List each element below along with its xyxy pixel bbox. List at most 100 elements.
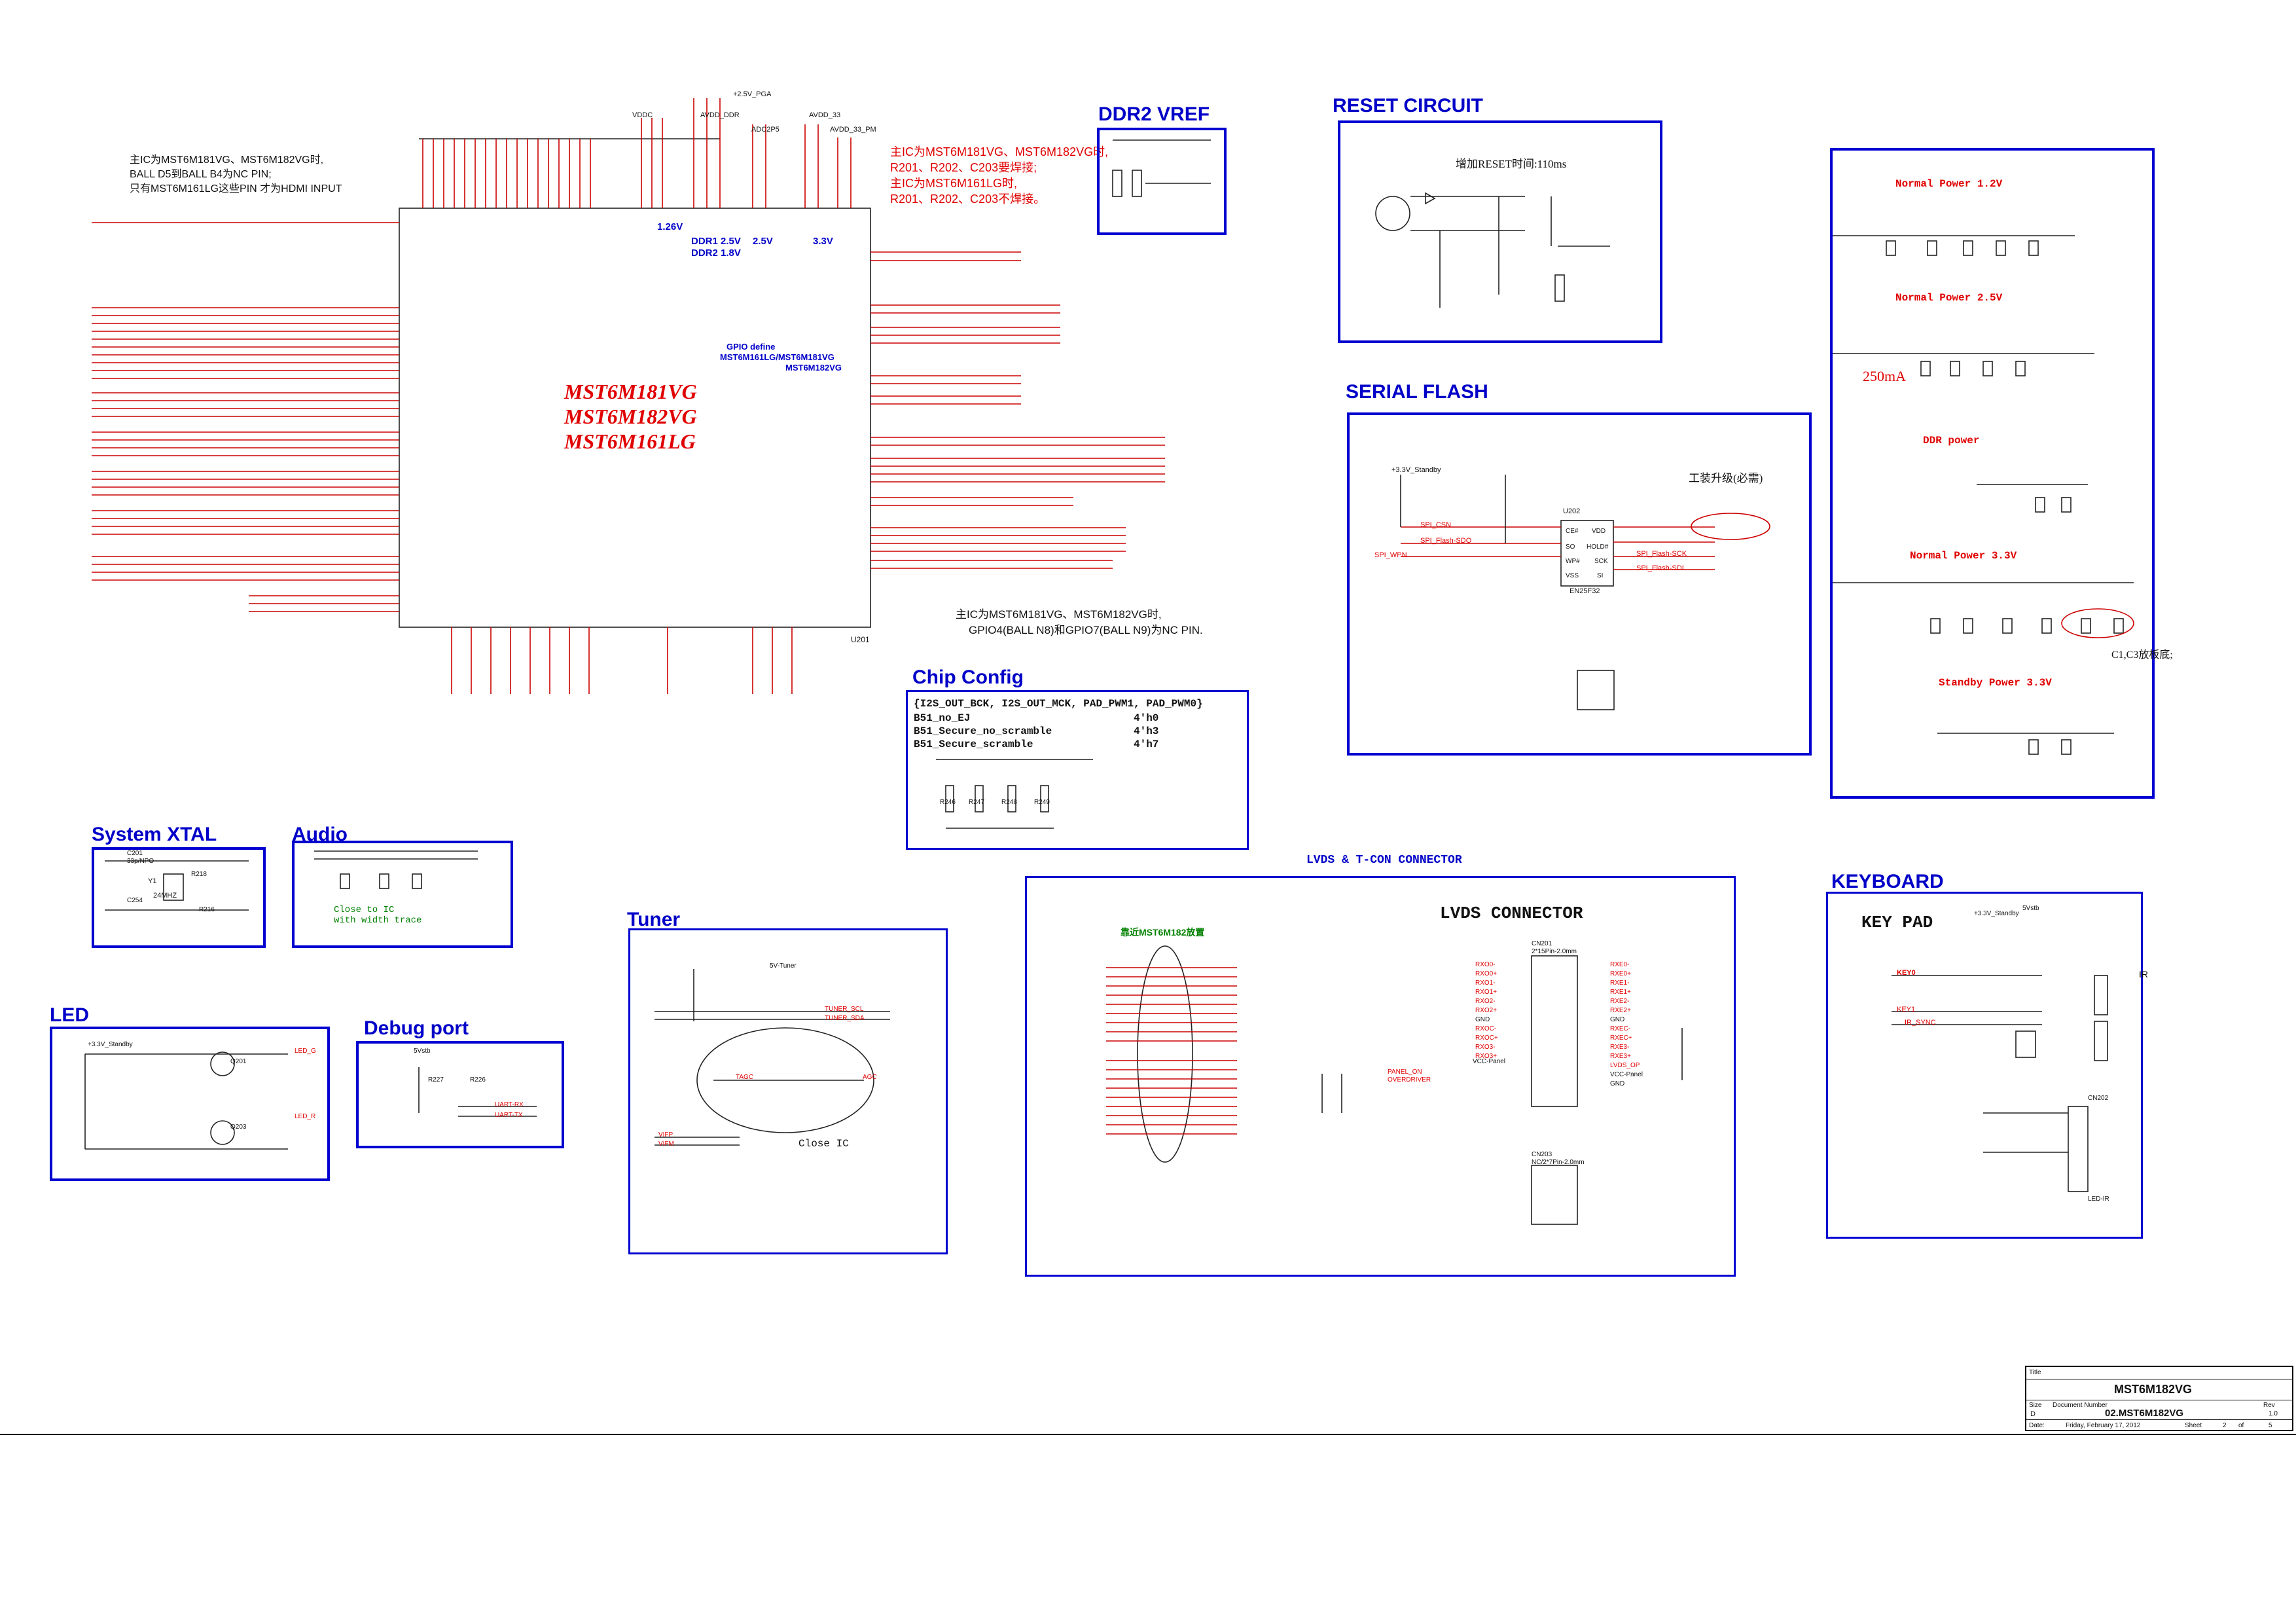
debug-uart-tx: UART-TX [495,1112,523,1119]
title-xtal: System XTAL [92,824,217,845]
box-xtal [92,847,266,948]
lvds-pin-b9: GND [1610,1080,1625,1087]
flash-ref: U202 [1563,507,1581,515]
title-chip-config: Chip Config [912,666,1024,688]
lvds-pin-b5: RXE3- [1610,1044,1630,1051]
title-power-25: Normal Power 2.5V [1895,292,2003,304]
tb-docnum: 02.MST6M182VG [2105,1408,2184,1419]
box-tuner [628,928,948,1254]
tb-rev-label: Rev [2263,1402,2275,1409]
net-avdd-33: AVDD_33 [809,111,841,119]
led-q203: Q203 [230,1123,247,1131]
title-serial-flash: SERIAL FLASH [1346,381,1488,403]
led-out-r: LED_R [295,1113,316,1120]
tb-sheet-label: Sheet [2185,1422,2202,1429]
title-tuner: Tuner [627,909,681,930]
flash-vcc: +3.3V_Standby [1391,466,1441,474]
lvds-pin-0: RXO0- [1475,961,1496,968]
tb-rev: 1.0 [2269,1410,2278,1417]
config-header: {I2S_OUT_BCK, I2S_OUT_MCK, PAD_PWM1, PAD… [914,698,1203,710]
lvds-pin-11: RXE0- [1610,961,1630,968]
chip-name-182: MST6M182VG [564,405,697,428]
lvds-pin-12: RXE0+ [1610,970,1631,977]
flash-pin-vdd: VDD [1592,528,1606,535]
lvds-cn203-type: NC/2*7Pin-2.0mm [1532,1159,1585,1166]
flash-net-wpn: SPI_WPN [1374,551,1407,559]
note-c1c3: C1,C3放板底; [2111,649,2173,661]
lvds-pin-b1: RXE2+ [1610,1007,1631,1014]
rail-126v: 1.26V [657,221,683,232]
flash-net-sck: SPI_Flash-SCK [1636,550,1687,558]
flash-ic: EN25F32 [1570,587,1600,595]
note-250ma: 250mA [1863,368,1906,384]
tb-sheet: 2 [2223,1422,2227,1429]
tb-size-label: Size [2029,1402,2042,1409]
title-power-12: Normal Power 1.2V [1895,178,2003,190]
net-avdd-33pm: AVDD_33_PM [830,126,876,134]
gpio-parts: MST6M161LG/MST6M181VG [720,352,834,362]
tuner-scl: TUNER_SCL [825,1006,864,1013]
led-vcc: +3.3V_Standby [88,1041,133,1048]
note-gpio-nc: GPIO4(BALL N8)和GPIO7(BALL N9)为NC PIN. [969,624,1203,636]
box-debug [356,1041,564,1148]
tb-of: of [2238,1422,2244,1429]
lvds-pin-b2: GND [1610,1016,1625,1023]
chip-name-161: MST6M161LG [564,429,696,453]
key-ir-sync: IR_SYNC [1905,1019,1936,1027]
title-led: LED [50,1004,89,1026]
lvds-pin-b3: RXEC- [1610,1025,1631,1032]
tuner-vifm: VIFM [658,1140,674,1148]
xtal-cap-val: 33p/NPO [127,858,154,865]
debug-vcc: 5Vstb [414,1048,431,1055]
box-lvds [1025,876,1736,1277]
box-audio [292,841,513,948]
box-led [50,1027,330,1181]
lvds-overdriver: OVERDRIVER [1388,1076,1431,1084]
config-r247: R247 [969,799,984,806]
title-power-standby: Standby Power 3.3V [1939,677,2052,689]
tb-total: 5 [2269,1422,2272,1429]
note-hdmi-input: 只有MST6M161LG这些PIN 才为HDMI INPUT [130,183,342,194]
tb-docnum-label: Document Number [2053,1402,2108,1409]
schematic-drawing [84,98,2134,1225]
tuner-tagc: TAGC [736,1074,754,1081]
lvds-pin-b6: RXE3+ [1610,1053,1631,1060]
lvds-pin-8: RXOC+ [1475,1034,1498,1042]
key-1: KEY1 [1897,1006,1916,1013]
box-reset [1338,120,1662,343]
lvds-pin-9: RXO3- [1475,1044,1496,1051]
gpio-define: GPIO define [726,342,776,352]
debug-r226: R226 [470,1076,486,1084]
lvds-pin-5: RXO2+ [1475,1007,1498,1014]
flash-pin-vss: VSS [1566,572,1579,579]
box-ddr2-vref [1097,128,1227,235]
tb-title: MST6M182VG [2114,1383,2193,1396]
lvds-pin-2: RXO1- [1475,979,1496,987]
keyboard-cn202: CN202 [2088,1095,2109,1102]
title-lvds-connector: LVDS CONNECTOR [1440,903,1583,923]
title-ddr2-vref: DDR2 VREF [1098,103,1210,125]
note-ic-models: 主IC为MST6M181VG、MST6M182VG时, [130,155,324,166]
config-row-2-name: B51_Secure_scramble [914,739,1033,750]
rail-ddr1: DDR1 2.5V [691,236,741,247]
lvds-pin-3: RXO1+ [1475,989,1498,996]
flash-net-sdi: SPI_Flash-SDI [1636,564,1684,572]
tb-title-label: Title [2029,1369,2041,1376]
rail-33v: 3.3V [813,236,833,247]
tuner-vifp: VIFP [658,1131,673,1139]
chip-ref: U201 [851,635,870,644]
lvds-vcc-panel: VCC-Panel [1473,1058,1506,1065]
chip-name-181: MST6M181VG [564,380,697,403]
lvds-pin-13: RXE1- [1610,979,1630,987]
xtal-r218: R218 [191,871,207,878]
title-debug: Debug port [364,1017,469,1039]
note-factory: 工装升级(必需) [1689,472,1763,484]
box-power [1830,148,2155,799]
lvds-pin-7: RXOC- [1475,1025,1497,1032]
xtal-c254: C254 [127,897,143,904]
lvds-pin-b0: RXE2- [1610,998,1630,1005]
keyboard-ir: IR [2139,969,2148,979]
config-row-1-value: 4'h3 [1134,725,1159,737]
schematic-sheet: 主IC为MST6M181VG、MST6M182VG时, BALL D5到BALL… [0,90,2296,1435]
lvds-cn201-type: 2*15Pin-2.0mm [1532,948,1577,955]
